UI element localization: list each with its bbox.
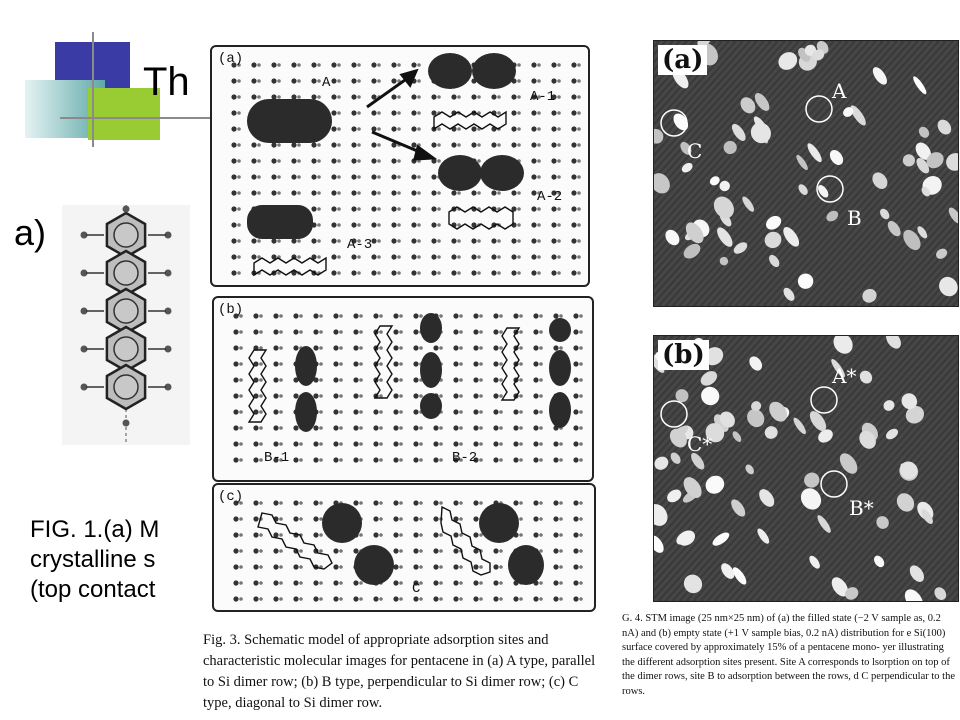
fig3-panel-b-label: (b) [218, 302, 244, 318]
fig4-stm-image-a: (a) A C B [653, 40, 959, 307]
fig4-site-b-star: B* [849, 496, 874, 520]
fig3-site-a1: A-1 [530, 89, 556, 105]
decor-green-square [88, 88, 160, 140]
fig4-stm-b-svg [654, 336, 958, 601]
pentacene-molecule-image [62, 205, 190, 445]
fig4-stm-image-b: (b) A* C* B* [653, 335, 959, 602]
fig4-site-a-star: A* [832, 364, 857, 388]
slide-title: Th [143, 60, 190, 104]
fig4-caption: G. 4. STM image (25 nm×25 nm) of (a) the… [622, 613, 956, 697]
fig4-panel-a-label: (a) [658, 45, 708, 75]
fig3-site-c: C [412, 581, 421, 597]
fig4-site-c: C [687, 139, 703, 163]
pentacene-structure-svg [80, 205, 172, 445]
fig3-panel-a-svg [231, 53, 581, 277]
fig3-site-a: A [322, 75, 331, 91]
fig4-site-c-star: C* [687, 432, 713, 456]
fig3-site-a2: A-2 [537, 189, 563, 205]
decor-horizontal-line [60, 117, 210, 119]
fig3-panel-b-svg [233, 313, 583, 463]
fig3-panel-b: (b) B-1 B-2 [212, 296, 594, 482]
fig3-panel-c: (c) C [212, 483, 596, 612]
decor-vertical-line [92, 32, 94, 147]
fig4-stm-a-svg [654, 41, 958, 306]
molecule-label: a) [14, 212, 47, 253]
fig3-caption: Fig. 3. Schematic model of appropriate a… [203, 632, 596, 711]
fig3-site-b2: B-2 [452, 450, 478, 466]
fig4-site-b: B [847, 206, 862, 230]
fig3-panel-c-label: (c) [218, 489, 244, 505]
fig4-site-a: A [832, 79, 847, 103]
fig3-panel-a: (a) A A-1 A-2 A-3 [210, 45, 590, 287]
fig3-site-b1: B-1 [264, 450, 290, 466]
fig1-caption: FIG. 1.(a) M crystalline s (top contact [30, 516, 160, 603]
fig3-panel-a-label: (a) [218, 51, 244, 67]
fig4-panel-b-label: (b) [658, 340, 709, 370]
fig3-panel-c-svg [233, 500, 583, 602]
fig3-site-a3: A-3 [347, 237, 373, 253]
